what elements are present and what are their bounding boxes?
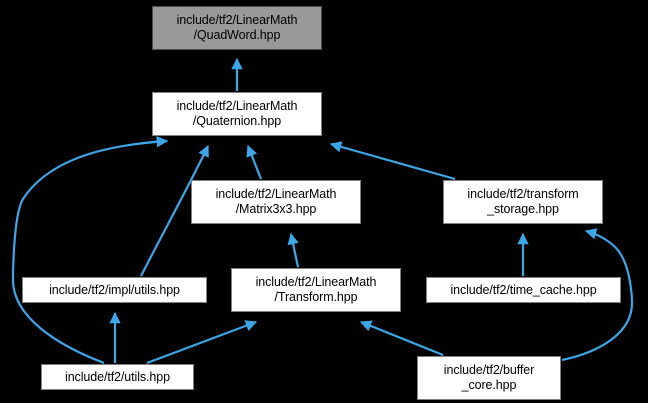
node-time-cache[interactable]: include/tf2/time_cache.hpp xyxy=(426,277,621,303)
node-impl-utils[interactable]: include/tf2/impl/utils.hpp xyxy=(22,277,207,303)
node-transform-storage[interactable]: include/tf2/transform _storage.hpp xyxy=(443,180,603,224)
node-quaternion[interactable]: include/tf2/LinearMath /Quaternion.hpp xyxy=(152,92,322,136)
node-matrix3x3[interactable]: include/tf2/LinearMath /Matrix3x3.hpp xyxy=(191,180,361,224)
edge-transform-storage-to-quaternion xyxy=(329,141,456,181)
node-utils[interactable]: include/tf2/utils.hpp xyxy=(41,364,194,390)
node-buffer-core[interactable]: include/tf2/buffer _core.hpp xyxy=(417,356,561,400)
node-transform[interactable]: include/tf2/LinearMath /Transform.hpp xyxy=(231,268,401,312)
edge-transform-to-matrix3x3 xyxy=(287,232,300,268)
edge-matrix3x3-to-quaternion xyxy=(246,144,263,180)
edge-buffer-core-to-transform-storage xyxy=(561,228,634,362)
node-quadword[interactable]: include/tf2/LinearMath /QuadWord.hpp xyxy=(152,6,322,50)
edge-impl-utils-to-quaternion xyxy=(140,144,209,277)
edge-utils-to-transform xyxy=(146,320,258,365)
edge-utils-to-quaternion xyxy=(11,135,169,365)
edge-buffer-core-to-transform xyxy=(359,320,444,357)
